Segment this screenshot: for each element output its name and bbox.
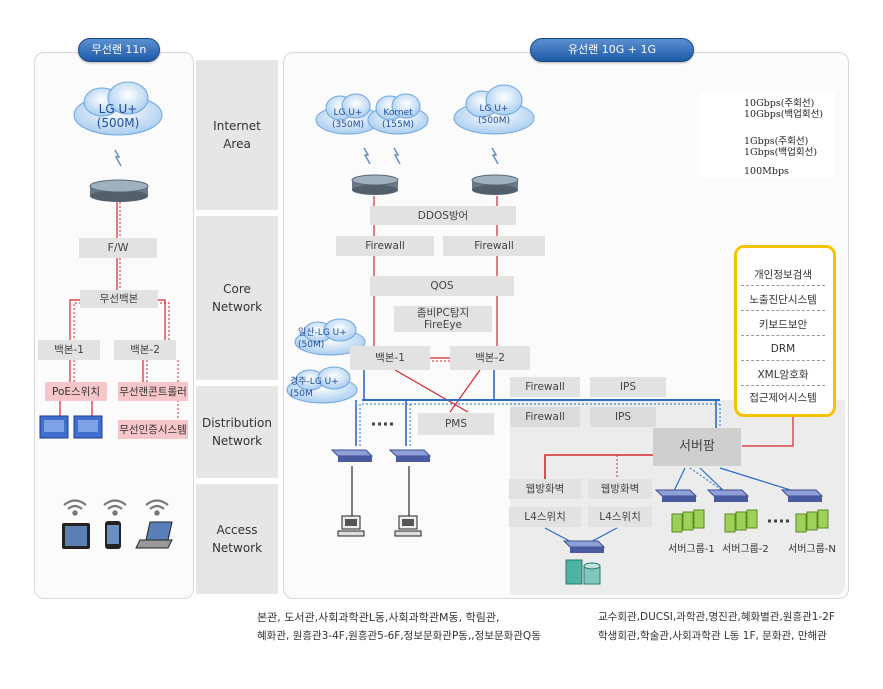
l4-switch-2: L4스위치 [588, 507, 652, 527]
switch-icon [654, 489, 698, 502]
cloud-label-gyeongju: 경주-LG U+(50M [290, 377, 339, 399]
firewall-1: Firewall [336, 236, 434, 256]
wireless-panel [34, 52, 194, 599]
cloud-label-2: Kornet(155M) [382, 108, 414, 130]
server-group-2: 서버그룹-2 [722, 544, 769, 555]
router-icon [471, 174, 519, 195]
wired-header: 유선랜 10G + 1G [530, 38, 694, 62]
ddos-defense: DDOS방어 [370, 206, 516, 225]
ips-b: IPS [590, 407, 656, 427]
wireless-backbone-2: 백본-2 [114, 340, 176, 360]
wireless-header: 무선랜 11n [78, 38, 160, 62]
qos: QOS [370, 276, 514, 296]
cloud-icon [73, 81, 163, 136]
cloud-label-3: LG U+(500M) [478, 104, 510, 126]
wired-backbone-1: 백본-1 [350, 346, 430, 370]
cloud-icon [286, 366, 358, 404]
footer-right-line1: 교수회관,DUCSI,과학관,명진관,혜화별관,원흥관1-2F [598, 611, 835, 623]
footer-right-line2: 학생회관,학술관,사회과학관 L동 1F, 문화관, 만해관 [598, 630, 827, 642]
server-rack-icon [724, 509, 758, 533]
database-icon [565, 559, 601, 585]
legend-1g-backup: 1Gbps(백업회선) [744, 147, 818, 158]
security-item-2: 노출진단시스템 [741, 288, 825, 311]
legend-1g-main: 1Gbps(주회선) [744, 136, 809, 147]
l4-switch-1: L4스위치 [509, 507, 581, 527]
layer-internet: Internet Area [196, 60, 278, 210]
cloud-icon [453, 84, 535, 135]
footer-left-line2: 혜화관, 원흥관3-4F,원흥관5-6F,정보문화관P동,,정보문화관Q동 [257, 630, 541, 642]
cloud-label-1: LG U+(350M) [332, 108, 364, 130]
switch-icon [388, 449, 432, 462]
poe-switch: PoE스위치 [45, 382, 107, 401]
server-group-n: 서버그룹-N [788, 544, 836, 555]
firewall-a: Firewall [510, 377, 580, 397]
legend [700, 92, 835, 178]
firewall-2: Firewall [443, 236, 545, 256]
security-item-5: XML암호화 [741, 363, 825, 386]
wireless-auth-system: 무선인증시스템 [118, 420, 188, 439]
access-point-icon [39, 415, 69, 439]
security-item-3: 키보드보안 [741, 313, 825, 336]
server-rack-icon [671, 509, 705, 533]
legend-10g-main: 10Gbps(주회선) [744, 98, 815, 109]
firewall-b: Firewall [510, 407, 580, 427]
ips-a: IPS [590, 377, 666, 397]
cloud-icon [315, 93, 381, 135]
wireless-backbone-1: 백본-1 [38, 340, 100, 360]
pc-icon [394, 515, 422, 537]
router-icon [89, 179, 149, 202]
switch-icon [780, 489, 824, 502]
security-item-6: 접근제어시스템 [741, 386, 825, 408]
layer-access: Access Network [196, 484, 278, 594]
switch-icon [330, 449, 374, 462]
layer-core: Core Network [196, 216, 278, 380]
switch-icon [562, 540, 606, 553]
wifi-icon [103, 499, 127, 516]
switch-icon [706, 489, 750, 502]
server-group-1: 서버그룹-1 [668, 544, 715, 555]
pc-icon [337, 515, 365, 537]
access-point-icon [73, 415, 103, 439]
cloud-icon [367, 93, 429, 135]
wireless-controller: 무선랜콘트롤러 [118, 382, 188, 401]
cloud-label-ilsan: 일산-LG U+(50M) [298, 328, 347, 350]
phone-icon [105, 521, 121, 549]
cloud-icon [294, 318, 366, 356]
laptop-icon [135, 521, 173, 549]
legend-10g-backup: 10Gbps(백업회선) [744, 109, 824, 120]
wifi-icon [63, 499, 87, 516]
security-item-1: 개인정보검색 [741, 263, 825, 286]
server-farm: 서버팜 [653, 428, 741, 466]
pms: PMS [418, 413, 494, 435]
wifi-icon [145, 499, 169, 516]
layer-distribution: Distribution Network [196, 386, 278, 478]
tablet-icon [62, 523, 90, 549]
server-rack-icon [795, 509, 829, 533]
wireless-cloud-label: LG U+(500M) [96, 102, 140, 130]
web-firewall-1: 웹방화벽 [509, 479, 581, 499]
wireless-firewall: F/W [79, 238, 157, 258]
wired-backbone-2: 백본-2 [450, 346, 530, 370]
router-icon [351, 174, 399, 195]
legend-100m: 100Mbps [744, 166, 789, 177]
security-item-4: DRM [741, 338, 825, 361]
wireless-backbone: 무선백본 [80, 290, 158, 308]
web-firewall-2: 웹방화벽 [588, 479, 652, 499]
footer-left-line1: 본관, 도서관,사회과학관L동,사회과학관M동, 학림관, [257, 611, 500, 624]
